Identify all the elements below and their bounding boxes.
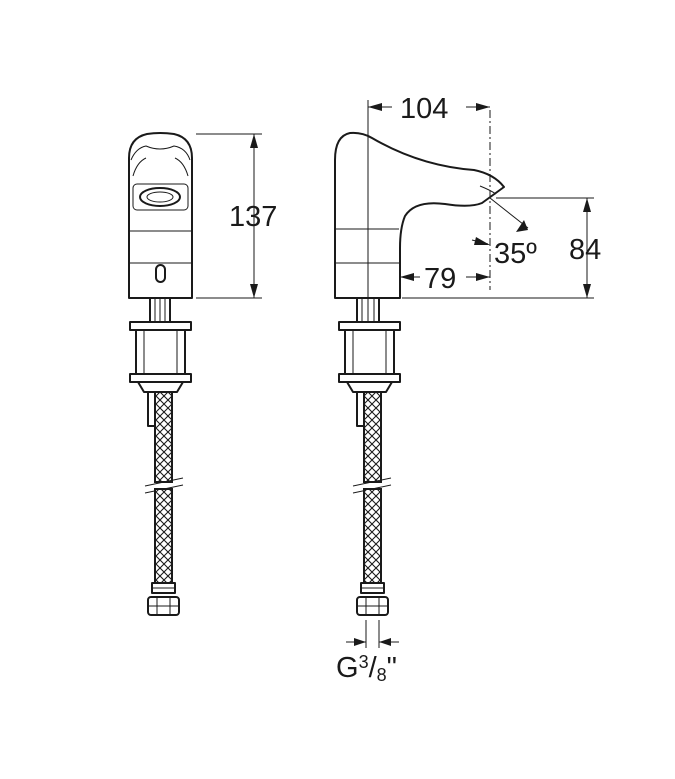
front-top-flange	[129, 321, 192, 331]
front-hose-upper	[154, 391, 173, 483]
side-view: 104 79 84 35º G3/8"	[334, 93, 601, 685]
spout-reach-label: 104	[400, 93, 448, 125]
side-body-spout	[334, 131, 505, 299]
side-hose-lower	[363, 488, 382, 584]
spout-tip	[479, 185, 497, 195]
sensor-window-outer	[139, 187, 181, 207]
front-view: 137	[128, 132, 277, 616]
side-hose-upper	[363, 391, 382, 483]
thread-size-label: G3/8"	[336, 652, 397, 685]
front-hose-lower	[154, 488, 173, 584]
side-nut-body	[344, 329, 395, 375]
front-bottom-taper	[137, 381, 184, 393]
front-bottom-flange	[129, 373, 192, 383]
side-bottom-taper	[346, 381, 393, 393]
spout-offset-label: 79	[424, 263, 456, 295]
front-body	[128, 132, 193, 299]
spout-height-label: 84	[569, 234, 601, 266]
angle-ray	[489, 197, 529, 229]
side-top-flange	[338, 321, 401, 331]
outlet-slot	[155, 264, 166, 283]
front-cap-inner	[132, 157, 189, 177]
sensor-window-inner	[146, 191, 174, 203]
spout-angle-label: 35º	[494, 238, 537, 270]
side-bottom-flange	[338, 373, 401, 383]
height-front-label: 137	[229, 201, 277, 233]
front-cap-curve	[130, 145, 191, 161]
front-nut-body	[135, 329, 186, 375]
sensor-frame	[132, 183, 189, 211]
